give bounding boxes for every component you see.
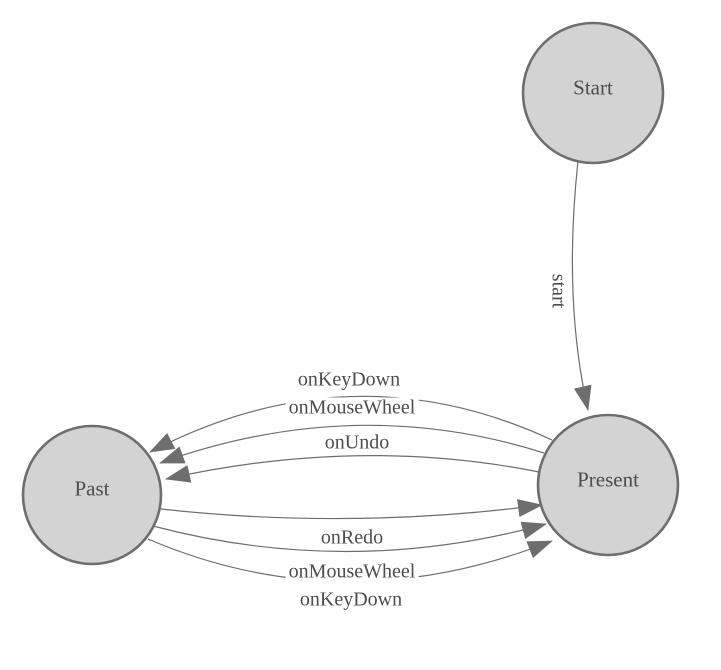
edge-present-to-past-onkeydown[interactable] xyxy=(149,395,553,453)
edge-label-onkeydown-top: onKeyDown xyxy=(294,369,404,391)
edge-label-onmousewheel-bottom: onMouseWheel xyxy=(285,561,419,583)
edge-present-to-past-onundo[interactable] xyxy=(165,454,540,483)
edge-label-start: start xyxy=(547,272,570,310)
state-node-start[interactable] xyxy=(521,21,665,165)
edge-label-onredo: onRedo xyxy=(317,527,387,549)
edge-start-to-present[interactable] xyxy=(571,160,592,411)
edge-label-onundo: onUndo xyxy=(321,432,393,454)
edge-present-to-past-onmousewheel[interactable] xyxy=(159,424,545,464)
edge-past-to-present-onmousewheel[interactable] xyxy=(152,521,547,553)
edge-label-onmousewheel-top: onMouseWheel xyxy=(285,397,419,419)
edge-past-to-present-onredo[interactable] xyxy=(160,499,543,520)
edge-label-onkeydown-bottom: onKeyDown xyxy=(296,589,406,611)
state-node-past[interactable] xyxy=(21,424,163,566)
state-node-present[interactable] xyxy=(536,413,680,557)
